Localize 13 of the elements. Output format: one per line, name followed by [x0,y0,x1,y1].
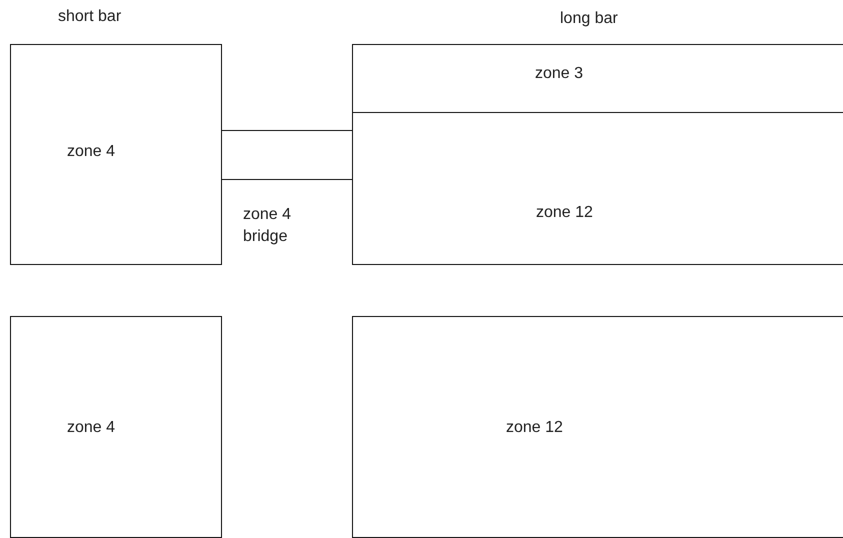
zone-label: zone 12 [536,203,593,223]
zone-label: zone 4 [67,142,116,162]
zone-label: zone 3 [535,64,584,84]
zone-label: zone 12 [506,418,563,438]
zone-label: zone 4 [67,418,116,438]
zone-box [352,44,843,113]
zone-box [10,316,222,538]
bar-label: long bar [560,9,618,29]
zone-box [352,112,843,265]
zone-box [352,316,843,538]
zone-label: zone 4 bridge [243,205,292,247]
zone-box [10,44,222,265]
bar-label: short bar [58,7,122,27]
